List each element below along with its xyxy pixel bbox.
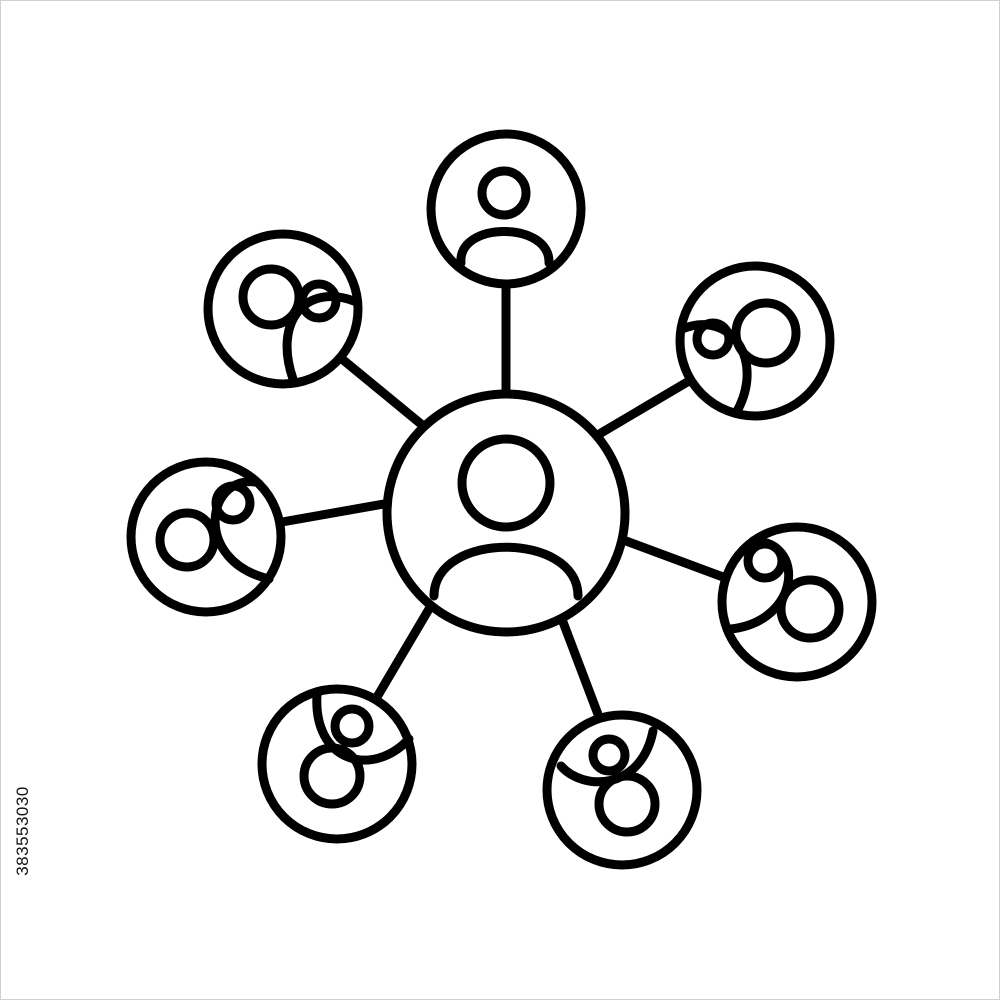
node-ring: [426, 129, 586, 289]
connector-lower-right: [558, 617, 604, 722]
outer-node-right: [717, 522, 877, 682]
connector-upper-left: [337, 354, 426, 429]
connector-upper-right: [596, 376, 694, 438]
connectors: [277, 282, 728, 722]
connector-right: [621, 536, 728, 582]
stock-id-label: 383553030: [11, 761, 35, 901]
group-icon: [726, 536, 844, 643]
outer-node-left: [126, 457, 286, 617]
outer-node-upper-left: [203, 229, 363, 389]
group-icon: [299, 690, 414, 809]
group-icon: [677, 298, 801, 418]
connector-lower-left: [372, 604, 434, 702]
center-node: [382, 389, 630, 637]
outer-node-lower-right: [542, 710, 702, 870]
person-icon: [456, 166, 554, 268]
node-ring: [675, 261, 835, 421]
group-icon: [556, 726, 660, 837]
stock-id-text: 383553030: [13, 786, 32, 876]
node-ring: [257, 684, 417, 844]
node-ring: [203, 229, 363, 389]
center-node-ring: [382, 389, 630, 637]
node-ring: [717, 522, 877, 682]
outer-node-lower-left: [257, 684, 417, 844]
node-ring: [542, 710, 702, 870]
person-icon: [429, 434, 583, 601]
node-ring: [126, 457, 286, 617]
outer-node-upper-right: [675, 261, 835, 421]
connector-left: [277, 499, 389, 527]
group-icon: [155, 477, 274, 584]
group-icon: [238, 264, 359, 384]
outer-node-top: [426, 129, 586, 289]
